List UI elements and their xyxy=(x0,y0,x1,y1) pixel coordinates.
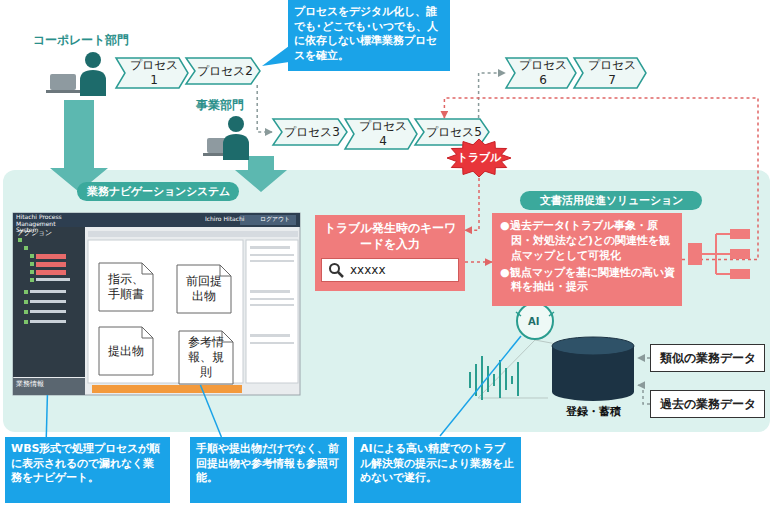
solution-region xyxy=(3,170,770,432)
burst-shape xyxy=(447,139,511,177)
box-shape xyxy=(651,391,765,418)
search-input: xxxxx xyxy=(321,258,459,282)
callout-box: AIによる高い精度でのトラブル解決策の提示により業務を止めないで遂行。 xyxy=(354,437,521,503)
chevron-shape xyxy=(506,58,576,88)
node-text: プロセス6 xyxy=(517,58,569,88)
leader-line xyxy=(440,336,521,436)
node-text: ●過去データ(トラブル事象・原因・対処法など)との関連性を観点マップとして可視化 xyxy=(500,219,676,264)
flow-arrow xyxy=(50,100,108,192)
box-shape xyxy=(651,345,765,372)
doc-shape xyxy=(99,327,153,375)
connector xyxy=(465,178,479,230)
connector xyxy=(46,395,47,437)
node-text: 前回提出物 xyxy=(181,274,227,304)
node-text: プロセス5 xyxy=(426,125,482,140)
data-box: 類似の業務データ xyxy=(650,344,765,372)
person-icon xyxy=(203,116,249,160)
cylinder-top xyxy=(552,337,634,355)
document-icon: 提出物 xyxy=(98,326,154,376)
screen-capture: Hitachi Process Management SystemIchiro … xyxy=(13,213,300,395)
node-text: 登録・蓄積 xyxy=(566,405,621,418)
process-chevron: プロセス7 xyxy=(573,57,647,89)
doc-shape xyxy=(179,331,233,384)
connector xyxy=(465,261,492,263)
process-chevron: プロセス1 xyxy=(115,57,189,89)
node-text: 類似の業務データ xyxy=(660,351,756,366)
callout-box: 手順や提出物だけでなく、前回提出物や参考情報も参照可能。 xyxy=(190,437,347,503)
chevron-shape xyxy=(116,58,188,88)
magnifier-handle xyxy=(338,272,343,277)
connector xyxy=(257,85,272,132)
node-text: xxxxx xyxy=(350,263,386,277)
callout-box: プロセスをデジタル化し、誰でも･どこでも･いつでも、人に依存しない標準業務プロセ… xyxy=(288,0,450,71)
pill-shape xyxy=(520,191,702,210)
node-text: 提出物 xyxy=(108,344,144,359)
node-text: トラブル xyxy=(457,151,501,165)
process-chevron: プロセス2 xyxy=(185,57,261,85)
node-text: ログアウト xyxy=(260,216,306,223)
node-text: 業務ナビゲーションシステム xyxy=(87,185,230,199)
process-chevron: プロセス3 xyxy=(272,118,348,146)
callout-tail xyxy=(262,46,289,66)
node-text: 業務情報 xyxy=(16,381,76,388)
node-text: ●観点マップを基に関連性の高い資料を抽出・提示 xyxy=(500,266,676,296)
magnifier-icon xyxy=(328,262,344,278)
node-text: アクション xyxy=(17,230,77,237)
connector xyxy=(479,73,505,118)
node-text: プロセスをデジタル化し、誰でも･どこでも･いつでも、人に依存しない標準業務プロセ… xyxy=(294,5,444,63)
department-label: 事業部門 xyxy=(196,99,244,111)
callout-box: WBS形式で処理プロセスが順に表示されるので漏れなく業務をナビゲート。 xyxy=(5,437,170,503)
doc-shape xyxy=(177,265,231,313)
node-text: 手順や提出物だけでなく、前回提出物や参考情報も参照可能。 xyxy=(196,442,341,486)
node-text: プロセス2 xyxy=(197,64,253,79)
process-chevron: プロセス6 xyxy=(505,57,577,89)
node-text: Ichiro Hitachi xyxy=(205,216,251,223)
feature-box: ●過去データ(トラブル事象・原因・対処法など)との関連性を観点マップとして可視化… xyxy=(492,213,682,306)
node-text: プロセス4 xyxy=(356,119,410,149)
screen-image xyxy=(13,213,300,395)
node-text: 文書活用促進ソリューション xyxy=(540,194,683,208)
ai-mark: AI xyxy=(528,317,539,327)
keyword-box: トラブル発生時のキーワードを入力 xxxxx xyxy=(315,215,465,291)
node-text: 指示、手順書 xyxy=(103,272,149,302)
node-text: 過去の業務データ xyxy=(660,397,756,412)
system-title: 業務ナビゲーションシステム xyxy=(77,182,239,201)
doc-shape xyxy=(99,263,153,311)
document-icon: 参考情報、規則 xyxy=(178,330,234,385)
person-icon xyxy=(46,52,106,96)
node-text: AIによる高い精度でのトラブル解決策の提示により業務を止めないで遂行。 xyxy=(360,442,515,486)
database-cylinder: 登録・蓄積 xyxy=(548,336,638,418)
node-text: 参考情報、規則 xyxy=(183,335,229,380)
connector xyxy=(638,385,650,404)
flow-arrow xyxy=(235,156,287,192)
doc-fold xyxy=(142,327,153,338)
system-title: 文書活用促進ソリューション xyxy=(520,191,702,210)
department-label: コーポレート部門 xyxy=(33,34,129,46)
connector xyxy=(200,385,221,437)
pill-shape xyxy=(77,182,239,201)
magnifier-ring xyxy=(330,264,339,273)
chevron-shape xyxy=(574,58,646,88)
connector xyxy=(638,357,650,359)
document-icon: 前回提出物 xyxy=(176,264,232,314)
chevron-shape xyxy=(273,119,347,145)
document-icon: 指示、手順書 xyxy=(98,262,154,312)
node-text: プロセス1 xyxy=(127,58,181,88)
node-text: WBS形式で処理プロセスが順に表示されるので漏れなく業務をナビゲート。 xyxy=(11,442,164,486)
chevron-shape xyxy=(186,58,260,84)
chevron-shape xyxy=(345,119,417,149)
node-text: トラブル発生時のキーワードを入力 xyxy=(321,221,459,252)
trouble-burst: トラブル xyxy=(446,138,512,178)
node-text: プロセス7 xyxy=(585,58,639,88)
node-text: プロセス3 xyxy=(284,125,340,140)
viewpoint-map-icon xyxy=(688,229,750,279)
process-chevron: プロセス4 xyxy=(344,118,418,150)
data-box: 過去の業務データ xyxy=(650,390,765,418)
